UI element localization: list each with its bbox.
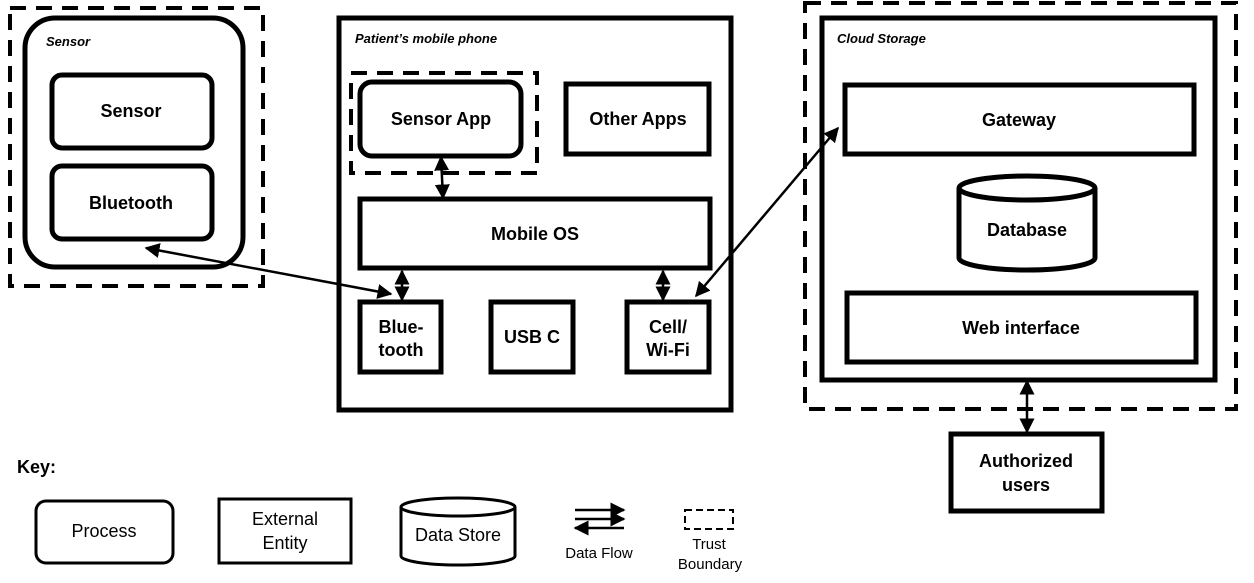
other-apps-label: Other Apps: [589, 109, 686, 129]
sensor-bluetooth-label: Bluetooth: [89, 193, 173, 213]
legend-title: Key:: [17, 457, 56, 477]
authorized-users-entity: Authorized users: [948, 431, 1105, 514]
legend-external-label-line2: Entity: [262, 533, 307, 553]
other-apps-box: [563, 81, 712, 157]
phone-bluetooth-box: [357, 299, 444, 375]
mobile-os-label: Mobile OS: [491, 224, 579, 244]
cloud-group-title: Cloud Storage: [837, 31, 926, 46]
legend-external-shape: [217, 497, 353, 565]
sensor-group-title: Sensor: [46, 34, 91, 49]
phone-bluetooth-label-line1: Blue-: [379, 317, 424, 337]
cell-wifi-label-line2: Wi-Fi: [646, 340, 690, 360]
mobile-os-box: [357, 196, 713, 271]
web-interface-label: Web interface: [962, 318, 1080, 338]
phone-bluetooth-label-line2: tooth: [379, 340, 424, 360]
flow-sensor-to-phone-bluetooth: [144, 243, 393, 299]
cloud-group: Cloud Storage Gateway Database Web inter…: [803, 1, 1238, 411]
sensor-bluetooth-box: [49, 163, 215, 242]
legend-external-label-line1: External: [252, 509, 318, 529]
web-interface-box: [844, 290, 1199, 365]
authorized-users-box: [948, 431, 1105, 514]
phone-group: Patient’s mobile phone Sensor App Other …: [336, 15, 734, 413]
gateway-box: [842, 82, 1197, 157]
sensor-group: Sensor Sensor Bluetooth: [8, 6, 265, 288]
legend-process-label: Process: [71, 521, 136, 541]
legend-trust-boundary-label-line1: Trust: [692, 536, 726, 553]
database-label: Database: [987, 220, 1067, 240]
legend-process-shape: [34, 499, 175, 565]
database-cylinder: [956, 173, 1098, 273]
cell-wifi-label-line1: Cell/: [649, 317, 687, 337]
flow-cell-to-gateway: [695, 126, 839, 298]
gateway-label: Gateway: [982, 110, 1056, 130]
legend-data-store-label: Data Store: [415, 525, 501, 545]
sensor-trust-boundary: [8, 6, 265, 288]
sensor-component-box: [49, 72, 215, 151]
sensor-app-label: Sensor App: [391, 109, 491, 129]
sensor-component-label: Sensor: [100, 101, 161, 121]
phone-group-title: Patient’s mobile phone: [355, 31, 497, 46]
authorized-users-label-line2: users: [1002, 475, 1050, 495]
legend-data-flow-label: Data Flow: [565, 545, 633, 562]
flow-sensor-app-to-os: [434, 155, 450, 200]
legend-trust-boundary-shape: [684, 509, 734, 530]
legend: Key: Process External Entity Data Store …: [17, 457, 743, 573]
usb-c-box: [488, 299, 576, 375]
legend-data-flow-shape: [573, 502, 626, 536]
authorized-users-label-line1: Authorized: [979, 451, 1073, 471]
legend-data-store-shape: [399, 496, 517, 567]
usb-c-label: USB C: [504, 327, 560, 347]
legend-trust-boundary-label-line2: Boundary: [678, 556, 743, 573]
cell-wifi-box: [624, 299, 712, 375]
